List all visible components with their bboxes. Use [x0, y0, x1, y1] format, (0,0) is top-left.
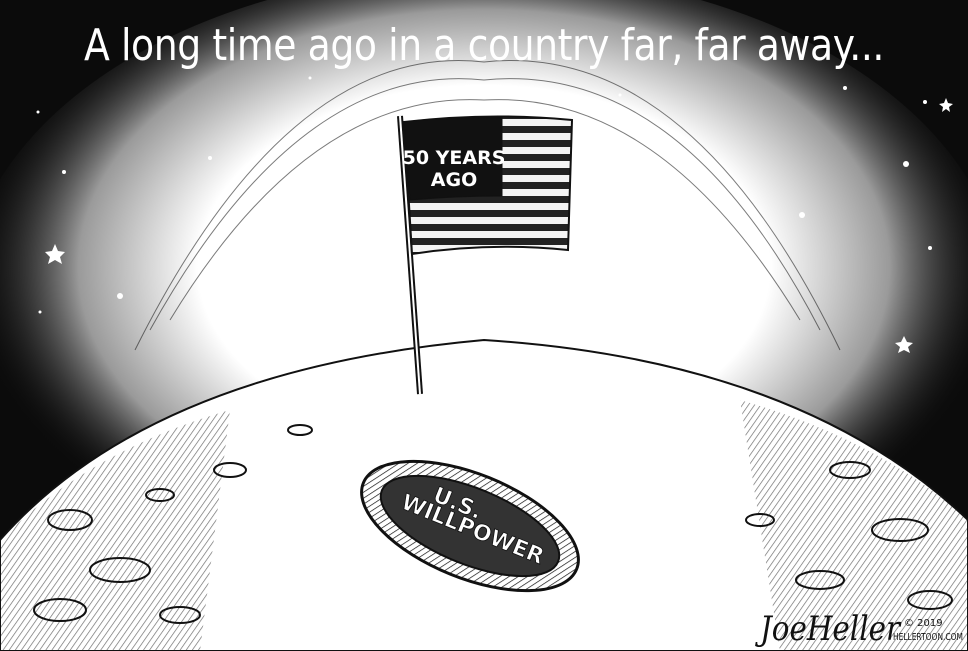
stars	[36, 76, 932, 314]
glow-hatching	[134, 60, 841, 351]
signature: JoeHeller	[755, 609, 902, 649]
credit-site: HELLERTOON.COM	[893, 632, 963, 643]
flag-label-line1: 50 YEARS	[403, 147, 506, 169]
surface-shading	[0, 400, 968, 651]
star-icon	[45, 98, 953, 353]
american-flag-icon	[402, 115, 574, 256]
credit-year: © 2019	[904, 618, 943, 629]
footprint-icon	[360, 459, 580, 593]
caption: A long time ago in a country far, far aw…	[84, 20, 884, 71]
flag-label-line2: AGO	[431, 169, 477, 191]
